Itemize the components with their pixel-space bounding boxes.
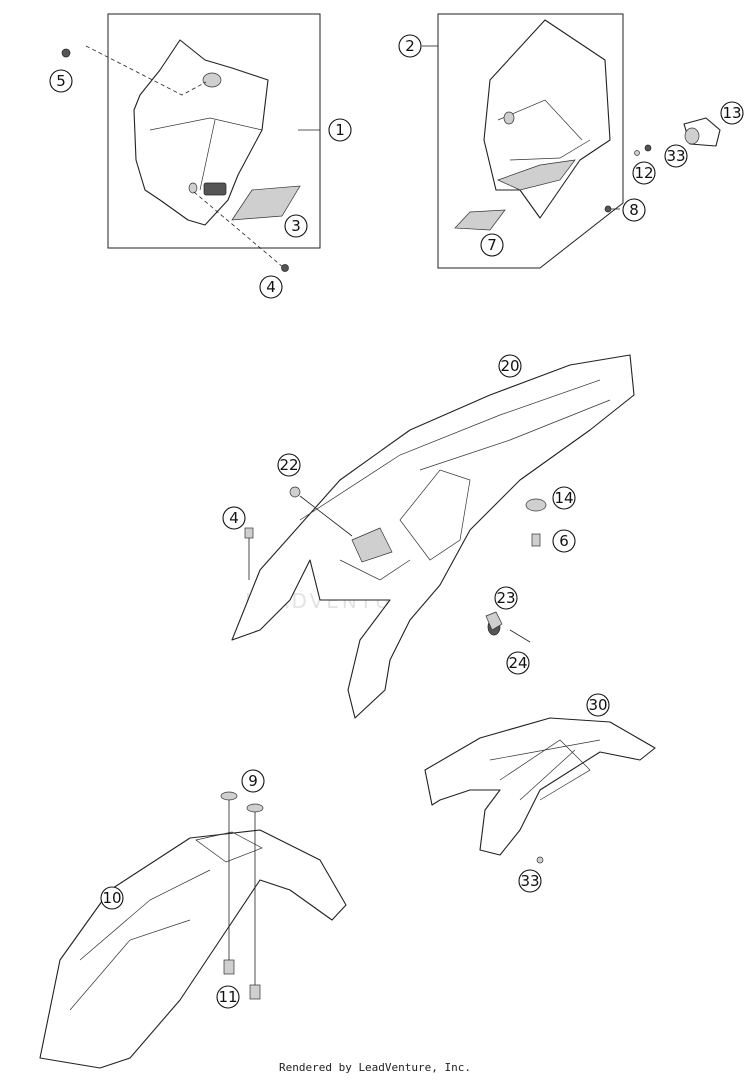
rear-mudguard-part — [424, 717, 656, 856]
front-fender-group — [39, 791, 347, 1069]
callout-9: 9 — [241, 769, 265, 793]
mask-decal-part — [454, 209, 506, 231]
callout-6: 6 — [552, 529, 576, 553]
svg-text:11: 11 — [218, 988, 237, 1006]
decal-part — [231, 185, 301, 221]
svg-text:24: 24 — [508, 654, 527, 672]
group-box-2 — [437, 13, 624, 269]
svg-text:2: 2 — [405, 37, 415, 55]
callout-8: 8 — [622, 198, 646, 222]
callout-23: 23 — [494, 586, 518, 610]
callout-3: 3 — [284, 214, 308, 238]
callout-4-top: 4 — [259, 275, 283, 299]
callout-20: 20 — [498, 354, 522, 378]
svg-text:33: 33 — [666, 147, 685, 165]
callout-2: 2 — [398, 34, 422, 58]
svg-text:1: 1 — [335, 121, 345, 139]
callout-7: 7 — [480, 233, 504, 257]
svg-text:8: 8 — [629, 201, 639, 219]
fender-bracket-part — [351, 527, 393, 563]
callout-14: 14 — [552, 486, 576, 510]
callout-12: 12 — [632, 161, 656, 185]
svg-text:9: 9 — [248, 772, 258, 790]
svg-text:3: 3 — [291, 217, 301, 235]
svg-text:33: 33 — [520, 872, 539, 890]
svg-text:6: 6 — [559, 532, 569, 550]
rear-fender-group — [231, 354, 635, 719]
number-plate-group — [61, 13, 321, 272]
svg-text:14: 14 — [554, 489, 573, 507]
front-fender-part — [39, 829, 347, 1069]
svg-text:4: 4 — [266, 278, 276, 296]
group-box-1 — [107, 13, 321, 249]
rear-mudguard-group — [424, 717, 656, 864]
callout-24: 24 — [506, 651, 530, 675]
callout-22: 22 — [277, 453, 301, 477]
callout-33-top: 33 — [664, 144, 688, 168]
svg-text:5: 5 — [56, 72, 66, 90]
callout-1: 1 — [328, 118, 352, 142]
rear-fender-part — [231, 354, 635, 719]
svg-text:23: 23 — [496, 589, 515, 607]
callout-11: 11 — [216, 985, 240, 1009]
callout-5: 5 — [49, 69, 73, 93]
svg-text:30: 30 — [588, 696, 607, 714]
svg-text:4: 4 — [229, 509, 239, 527]
svg-text:7: 7 — [487, 236, 497, 254]
svg-text:22: 22 — [279, 456, 298, 474]
svg-text:10: 10 — [102, 889, 121, 907]
headlight-mask-part — [483, 19, 611, 219]
number-plate-part — [133, 39, 269, 226]
callout-30: 30 — [586, 693, 610, 717]
svg-text:12: 12 — [634, 164, 653, 182]
callout-4-rear: 4 — [222, 506, 246, 530]
callout-13: 13 — [720, 101, 744, 125]
callout-33-bottom: 33 — [518, 869, 542, 893]
svg-text:20: 20 — [500, 357, 519, 375]
headlight-mask-group — [422, 13, 721, 269]
credit-text: Rendered by LeadVenture, Inc. — [278, 1061, 472, 1074]
callout-10: 10 — [100, 886, 124, 910]
svg-text:13: 13 — [722, 104, 741, 122]
